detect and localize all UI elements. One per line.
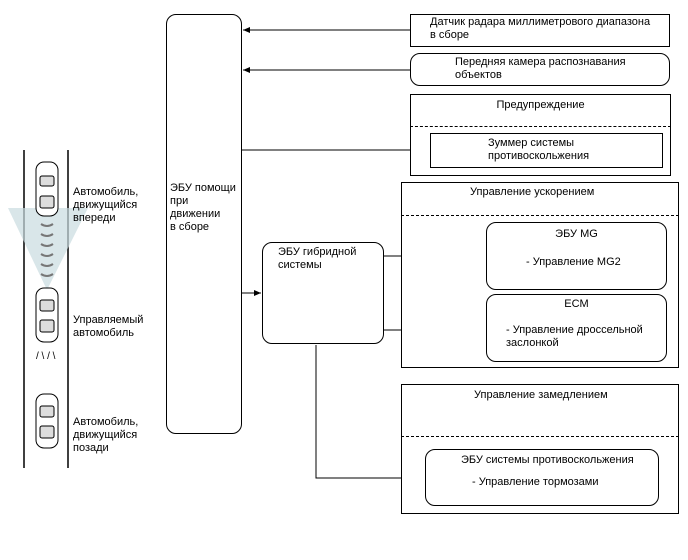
own-car-label: Управляемый автомобиль: [73, 314, 144, 339]
radar-sensor-box: [410, 14, 670, 47]
rear-car-label: Автомобиль, движущийся позади: [73, 416, 139, 454]
mg-ecu-title: ЭБУ MG: [555, 228, 598, 240]
hybrid-ecu-label: ЭБУ гибридной системы: [278, 246, 357, 271]
warning-divider: [410, 126, 671, 127]
ecm-box: [486, 294, 667, 362]
front-camera-label: Передняя камера распознавания объектов: [455, 56, 626, 81]
acceleration-title: Управление ускорением: [470, 186, 595, 198]
deceleration-title: Управление замедлением: [474, 389, 608, 401]
front-car-label: Автомобиль, движущийся впереди: [73, 186, 139, 224]
hybrid-ecu-box: [262, 242, 384, 344]
arrow-skid: [315, 345, 425, 481]
ecm-title: ECM: [564, 298, 589, 310]
mg-ecu-box: [486, 222, 667, 290]
acceleration-divider: [401, 215, 679, 216]
rear-car-icon: [35, 393, 59, 449]
own-car-icon: [35, 287, 59, 343]
front-car-icon: [35, 161, 59, 217]
lane-marks: / \ / \: [36, 351, 56, 362]
skid-control-ecu-item: - Управление тормозами: [472, 476, 599, 488]
radar-sensor-label: Датчик радара миллиметрового диапазона в…: [430, 16, 651, 41]
buzzer-label: Зуммер системы противоскольжения: [488, 137, 590, 162]
buzzer-box: [430, 133, 663, 168]
mg-ecu-item: - Управление MG2: [526, 256, 621, 268]
deceleration-divider: [401, 436, 679, 437]
radar-beam: [8, 208, 88, 290]
driving-assist-ecu-label: ЭБУ помощи при движении в сборе: [170, 182, 236, 233]
front-camera-box: [410, 53, 670, 86]
warning-title: Предупреждение: [496, 99, 585, 111]
ecm-item: - Управление дроссельной заслонкой: [506, 324, 643, 349]
skid-control-ecu-box: [425, 449, 659, 506]
radar-wave-icon: [40, 223, 54, 277]
driving-assist-ecu-box: [166, 14, 242, 434]
skid-control-ecu-title: ЭБУ системы противоскольжения: [461, 454, 634, 466]
